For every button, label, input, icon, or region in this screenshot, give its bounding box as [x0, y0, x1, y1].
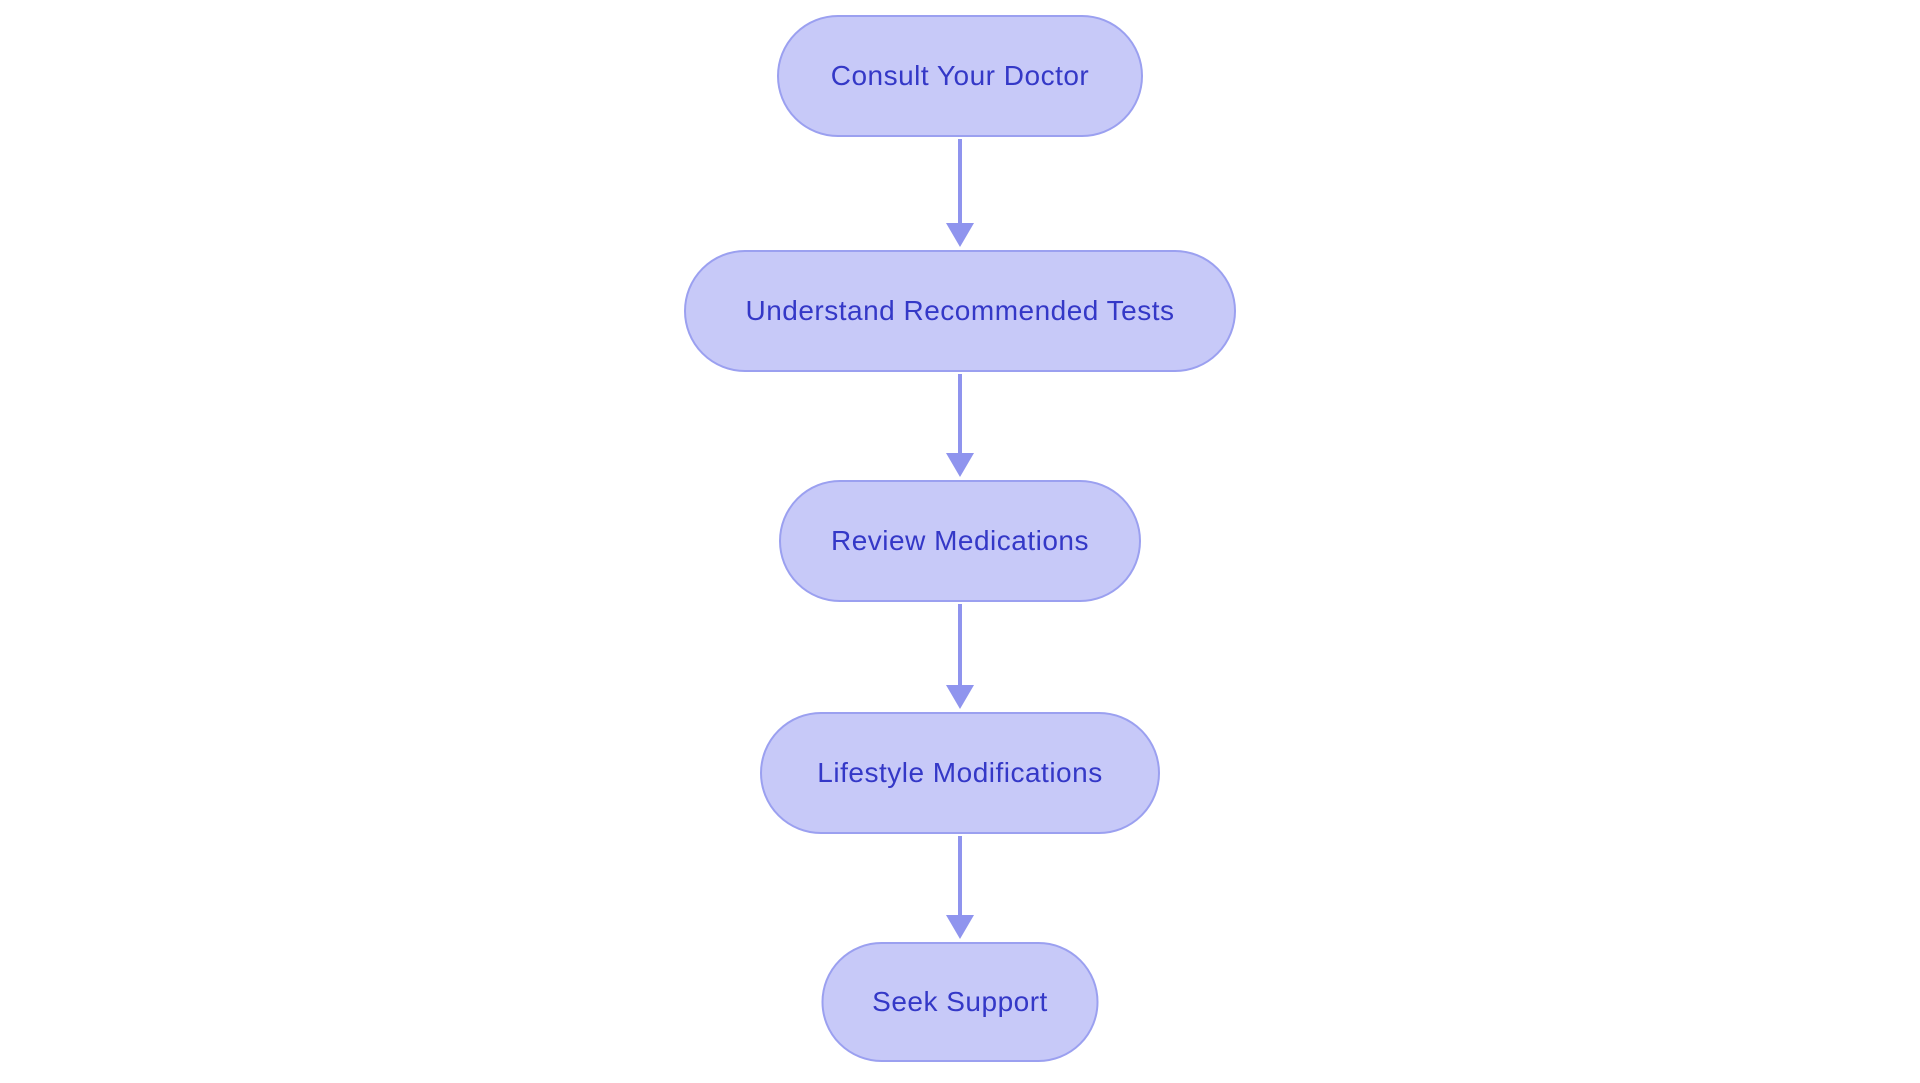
- arrow-down-icon: [946, 223, 974, 247]
- flowchart-node-lifestyle-modifications: Lifestyle Modifications: [760, 712, 1160, 834]
- arrow-down-icon: [946, 685, 974, 709]
- arrow-line: [958, 836, 962, 915]
- flow-arrow-3: [946, 604, 974, 709]
- node-label: Understand Recommended Tests: [745, 295, 1175, 326]
- flowchart-node-review-medications: Review Medications: [779, 480, 1141, 602]
- node-label: Lifestyle Modifications: [817, 757, 1103, 788]
- arrow-down-icon: [946, 453, 974, 477]
- arrow-down-icon: [946, 915, 974, 939]
- arrow-line: [958, 374, 962, 453]
- flow-arrow-1: [946, 139, 974, 247]
- node-label: Review Medications: [831, 525, 1089, 556]
- arrow-line: [958, 139, 962, 223]
- flowchart-node-seek-support: Seek Support: [821, 942, 1099, 1062]
- node-label: Seek Support: [872, 986, 1048, 1017]
- flow-arrow-2: [946, 374, 974, 477]
- flowchart-node-consult-your-doctor: Consult Your Doctor: [777, 15, 1143, 137]
- arrow-line: [958, 604, 962, 685]
- node-label: Consult Your Doctor: [830, 60, 1090, 91]
- flowchart-node-understand-recommended-tests: Understand Recommended Tests: [684, 250, 1236, 372]
- flow-arrow-4: [946, 836, 974, 939]
